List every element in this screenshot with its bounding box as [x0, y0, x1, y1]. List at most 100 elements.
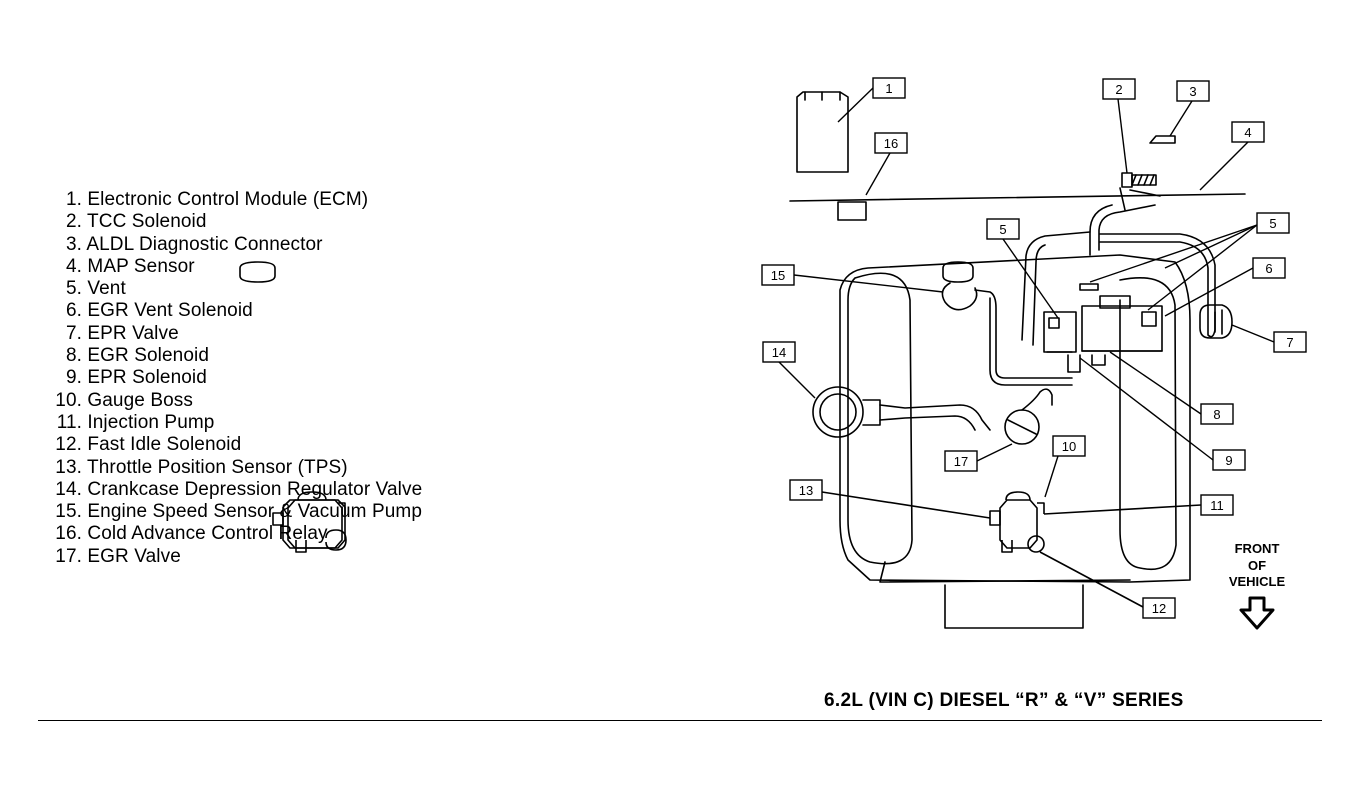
legend-number: 2. — [65, 211, 82, 233]
legend-label: Electronic Control Module (ECM) — [87, 189, 369, 210]
legend-number: 10. — [55, 389, 82, 411]
callout-10-text: 10 — [1062, 439, 1076, 454]
callout-14-text: 14 — [772, 345, 786, 360]
firewall-line — [789, 193, 1246, 202]
legend-item: 11. Injection Pump — [44, 412, 422, 434]
legend-label: Crankcase Depression Regulator Valve — [87, 478, 423, 500]
legend-item: 1. Electronic Control Module (ECM) — [44, 189, 422, 211]
legend-item: 2. TCC Solenoid — [44, 211, 422, 233]
legend-item: 7. EPR Valve — [44, 323, 422, 345]
injection-pump-visible — [283, 500, 345, 548]
callout-16-text: 16 — [884, 136, 898, 151]
injection-pump-located — [821, 491, 1202, 608]
left-cylinder-bank — [847, 272, 913, 565]
injection-pump-unit — [283, 500, 345, 548]
diagram-caption: 6.2L (VIN C) DIESEL “R” & “V” SERIES — [824, 690, 1184, 711]
callout-10 — [1052, 435, 1086, 457]
legend-item: 4. MAP Sensor — [44, 256, 422, 278]
callout-8-text: 8 — [1213, 407, 1220, 422]
legend-label: EGR Solenoid — [87, 345, 209, 367]
front-of-vehicle-marker: FRONT OF VEHICLE — [1229, 541, 1286, 630]
front-label-line3: VEHICLE — [1229, 574, 1286, 589]
pump-drawn — [285, 500, 1036, 506]
bottom-rule — [38, 720, 1322, 721]
legend-label: EPR Solenoid — [87, 367, 207, 389]
callout-9-text: 9 — [1225, 453, 1232, 468]
callout-5b-text: 5 — [1269, 216, 1276, 231]
injection-pump — [280, 495, 1036, 542]
legend-item: 10. Gauge Boss — [44, 390, 422, 412]
legend-label: Engine Speed Sensor & Vacuum Pump — [87, 501, 422, 523]
legend-label: TCC Solenoid — [87, 211, 207, 233]
legend-item: 15. Engine Speed Sensor & Vacuum Pump — [44, 501, 422, 523]
legend-label: Injection Pump — [87, 411, 215, 433]
callout-13-text: 13 — [799, 483, 813, 498]
legend-number: 5. — [65, 278, 82, 300]
solenoid-pack — [1043, 283, 1163, 373]
legend-number: 9. — [65, 367, 82, 389]
legend-number: 11. — [56, 411, 82, 433]
legend-number: 12. — [55, 434, 82, 456]
pump — [285, 502, 345, 548]
legend-label: Vent — [87, 278, 126, 300]
callout-4-text: 4 — [1244, 125, 1251, 140]
pump-real — [282, 500, 344, 548]
component-legend: 1. Electronic Control Module (ECM)2. TCC… — [44, 189, 422, 568]
legend-item: 6. EGR Vent Solenoid — [44, 300, 422, 322]
legend-number: 3. — [65, 233, 82, 255]
callout-16 — [874, 132, 908, 154]
aldl-connector — [1149, 135, 1176, 144]
front-label-line1: FRONT — [1235, 541, 1280, 556]
cdr-valve — [812, 386, 991, 438]
callout-5b — [1256, 212, 1290, 234]
legend-number: 15. — [55, 501, 82, 523]
pump-housing — [285, 497, 1030, 503]
callout-2-text: 2 — [1115, 82, 1122, 97]
vacuum-pump-hose — [974, 289, 1073, 379]
right-cylinder-bank — [1119, 276, 1177, 570]
engine-speed-sensor — [239, 261, 276, 283]
callout-3-text: 3 — [1189, 84, 1196, 99]
callout-12-text: 12 — [1152, 601, 1166, 616]
callout-6-text: 6 — [1265, 261, 1272, 276]
leader-lines — [778, 87, 1275, 498]
cold-advance-relay — [837, 201, 867, 221]
callout-13 — [789, 479, 823, 501]
legend-item: 14. Crankcase Depression Regulator Valve — [44, 479, 422, 501]
legend-label: EPR Valve — [87, 322, 179, 344]
tcc-solenoid — [1121, 172, 1157, 188]
egr-valve — [1004, 388, 1053, 445]
legend-number: 4. — [65, 255, 82, 277]
legend-item: 5. Vent — [44, 278, 422, 300]
vacuum-line-c — [1021, 231, 1091, 346]
callout-11-text: 11 — [1210, 498, 1224, 513]
front-label-line2: OF — [1248, 558, 1266, 573]
map-sensor-bracket — [1119, 187, 1161, 211]
legend-label: MAP Sensor — [87, 255, 195, 277]
legend-label: Gauge Boss — [87, 389, 193, 411]
legend-number: 14. — [55, 478, 82, 500]
vacuum-pump-cap — [942, 261, 974, 283]
callout-3 — [1176, 80, 1210, 102]
legend-number: 8. — [65, 345, 82, 367]
vacuum-pump-body — [941, 282, 978, 311]
legend-item: 9. EPR Solenoid — [44, 367, 422, 389]
callout-7-text: 7 — [1286, 335, 1293, 350]
legend-label: EGR Vent Solenoid — [87, 300, 253, 322]
legend-item: 17. EGR Valve — [44, 546, 422, 568]
pump-group — [283, 500, 345, 548]
legend-number: 16. — [55, 523, 82, 545]
legend-item: 8. EGR Solenoid — [44, 345, 422, 367]
legend-number: 17. — [55, 545, 82, 567]
ecm-module — [796, 91, 849, 173]
legend-number: 1. — [65, 189, 82, 210]
injection-pump-main — [284, 500, 344, 548]
legend-item: 3. ALDL Diagnostic Connector — [44, 234, 422, 256]
callout-12 — [1142, 597, 1176, 619]
epr-valve — [1199, 304, 1233, 339]
legend-number: 6. — [65, 300, 82, 322]
legend-item: 12. Fast Idle Solenoid — [44, 434, 422, 456]
callout-1-text: 1 — [885, 81, 892, 96]
vacuum-line-a — [1089, 204, 1156, 256]
